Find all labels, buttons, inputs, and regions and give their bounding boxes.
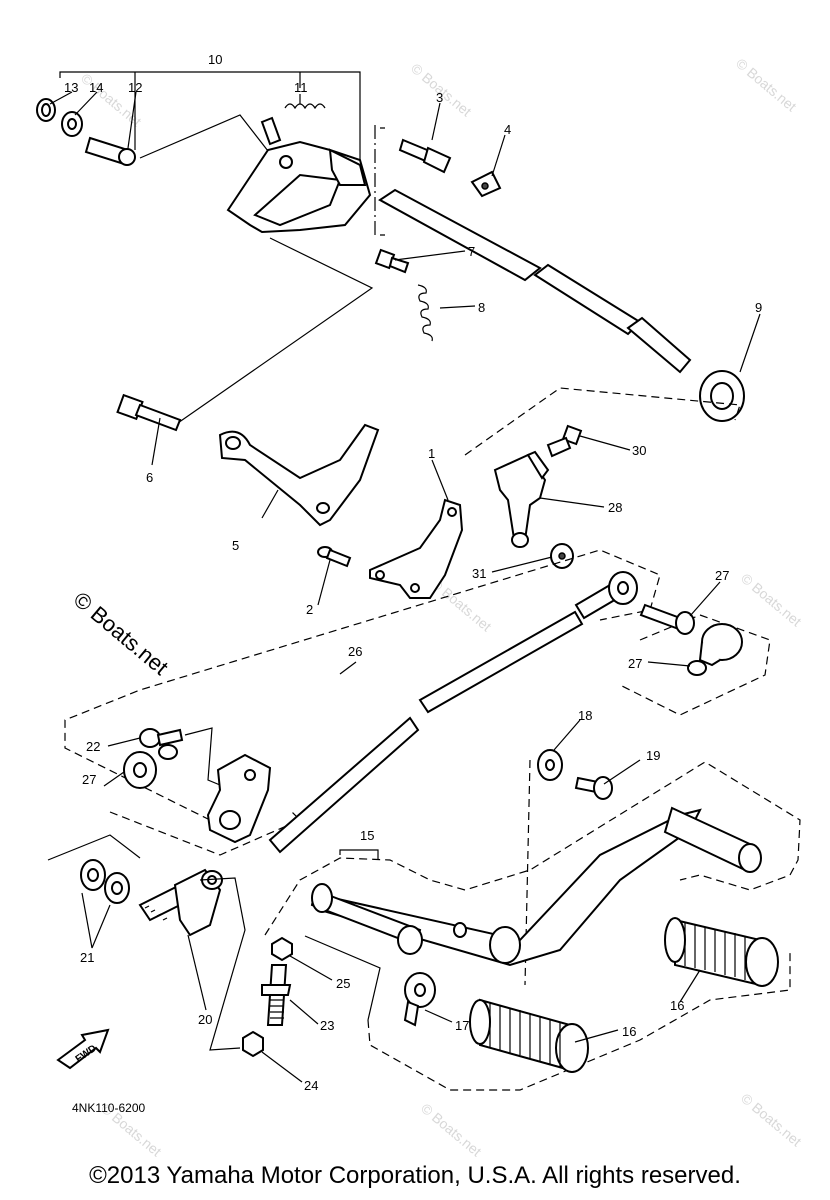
part-27-boot-left: [123, 744, 178, 789]
part-4-clip: [470, 170, 502, 198]
part-11-spring: [284, 103, 326, 110]
part-21-washers: [80, 859, 130, 904]
label-17: 17: [455, 1018, 469, 1033]
part-29-bolt: [639, 603, 695, 635]
bracket-line-6: [174, 237, 374, 426]
label-9: 9: [755, 300, 762, 315]
part-13-circlip: [36, 98, 56, 122]
pin-alignment-line: [139, 114, 276, 161]
group-15-outline: [264, 761, 801, 936]
part-16-rubber-lower: [469, 998, 589, 1073]
label-30: 30: [632, 443, 646, 458]
label-26: 26: [348, 644, 362, 659]
label-27-right: 27: [628, 656, 642, 671]
part-7-bolt: [374, 248, 410, 274]
label-19: 19: [646, 748, 660, 763]
part-27-boot-right: [687, 623, 743, 676]
axis-ticks: [380, 127, 385, 236]
part-16-rubber-upper: [664, 917, 779, 987]
part-24-nut: [242, 1030, 264, 1058]
group-26-outline: [64, 549, 661, 821]
leader-lines: [49, 91, 761, 1083]
group-26-lower-outline: [109, 809, 302, 856]
label-2: 2: [306, 602, 313, 617]
part-5-bracket: [218, 423, 380, 527]
shift-arm-assembly: [226, 116, 372, 234]
part-19-bolt: [574, 776, 613, 800]
part-17-rod-end: [403, 972, 436, 1027]
bracket-15: [339, 849, 379, 860]
bracket-23: [304, 935, 381, 1021]
faint-watermark: © Boats.net: [733, 55, 800, 114]
faint-watermark: © Boats.net: [418, 1100, 485, 1159]
part-12-pin: [84, 136, 136, 166]
label-23: 23: [320, 1018, 334, 1033]
label-31: 31: [472, 566, 486, 581]
pedal-pivot-boss: [453, 922, 467, 938]
faint-watermark: © Boats.net: [738, 570, 805, 629]
part-8-spring: [417, 284, 433, 342]
label-28: 28: [608, 500, 622, 515]
part-25-nut: [271, 936, 293, 962]
label-5: 5: [232, 538, 239, 553]
label-16-upper: 16: [670, 998, 684, 1013]
pivot-bracket: [199, 877, 246, 1051]
part-30-bolt: [546, 424, 583, 458]
part-6-bolt: [116, 393, 182, 432]
label-21: 21: [80, 950, 94, 965]
label-27-left: 27: [82, 772, 96, 787]
label-29: 27: [715, 568, 729, 583]
label-22: 22: [86, 739, 100, 754]
part-14-washer: [61, 111, 83, 137]
label-15: 15: [360, 828, 374, 843]
fwd-arrow-icon: FWD: [56, 1028, 110, 1070]
label-8: 8: [478, 300, 485, 315]
label-3: 3: [436, 90, 443, 105]
label-1: 1: [428, 446, 435, 461]
part-23-adjuster-bolt: [261, 964, 292, 1026]
faint-watermark: © Boats.net: [738, 1090, 805, 1149]
label-14: 14: [89, 80, 103, 95]
drawing-code: 4NK110-6200: [72, 1101, 145, 1115]
part-31-washer: [550, 543, 574, 569]
part-3-bolt: [398, 138, 452, 174]
part-22-bolt: [139, 728, 184, 748]
bracket-10-legs: [134, 72, 301, 150]
label-13: 13: [64, 80, 78, 95]
group-28-outline: [464, 387, 741, 456]
label-18: 18: [578, 708, 592, 723]
bracket-10: [59, 71, 361, 180]
part-20-pivot: [138, 868, 223, 937]
label-11: 11: [294, 80, 308, 95]
label-7: 7: [468, 244, 475, 259]
label-12: 12: [128, 80, 142, 95]
parts-diagram: © Boats.net © Boats.net © Boats.net © Bo…: [36, 52, 805, 1160]
label-20: 20: [198, 1012, 212, 1027]
watermark: © Boats.net: [69, 587, 173, 680]
label-24: 24: [304, 1078, 318, 1093]
copyright-notice: ©2013 Yamaha Motor Corporation, U.S.A. A…: [89, 1162, 741, 1189]
label-25: 25: [336, 976, 350, 991]
label-10: 10: [208, 52, 222, 67]
part-labels: 10 13 14 12 11 3 4 7 8 9 6 30 1 28 5 31 …: [64, 52, 762, 1093]
part-26-rod: [268, 571, 638, 854]
rod-end-lever-left: [206, 753, 272, 844]
part-9-shift-shaft: [378, 188, 745, 422]
label-4: 4: [504, 122, 511, 137]
washers-bracket: [47, 834, 141, 861]
part-28-lever: [493, 450, 550, 548]
part-18-washer: [537, 749, 563, 781]
part-15-pedal-arm: [310, 806, 762, 967]
part-2-screw: [317, 546, 352, 568]
part-1-plate: [369, 498, 464, 599]
label-6: 6: [146, 470, 153, 485]
label-16-lower: 16: [622, 1024, 636, 1039]
